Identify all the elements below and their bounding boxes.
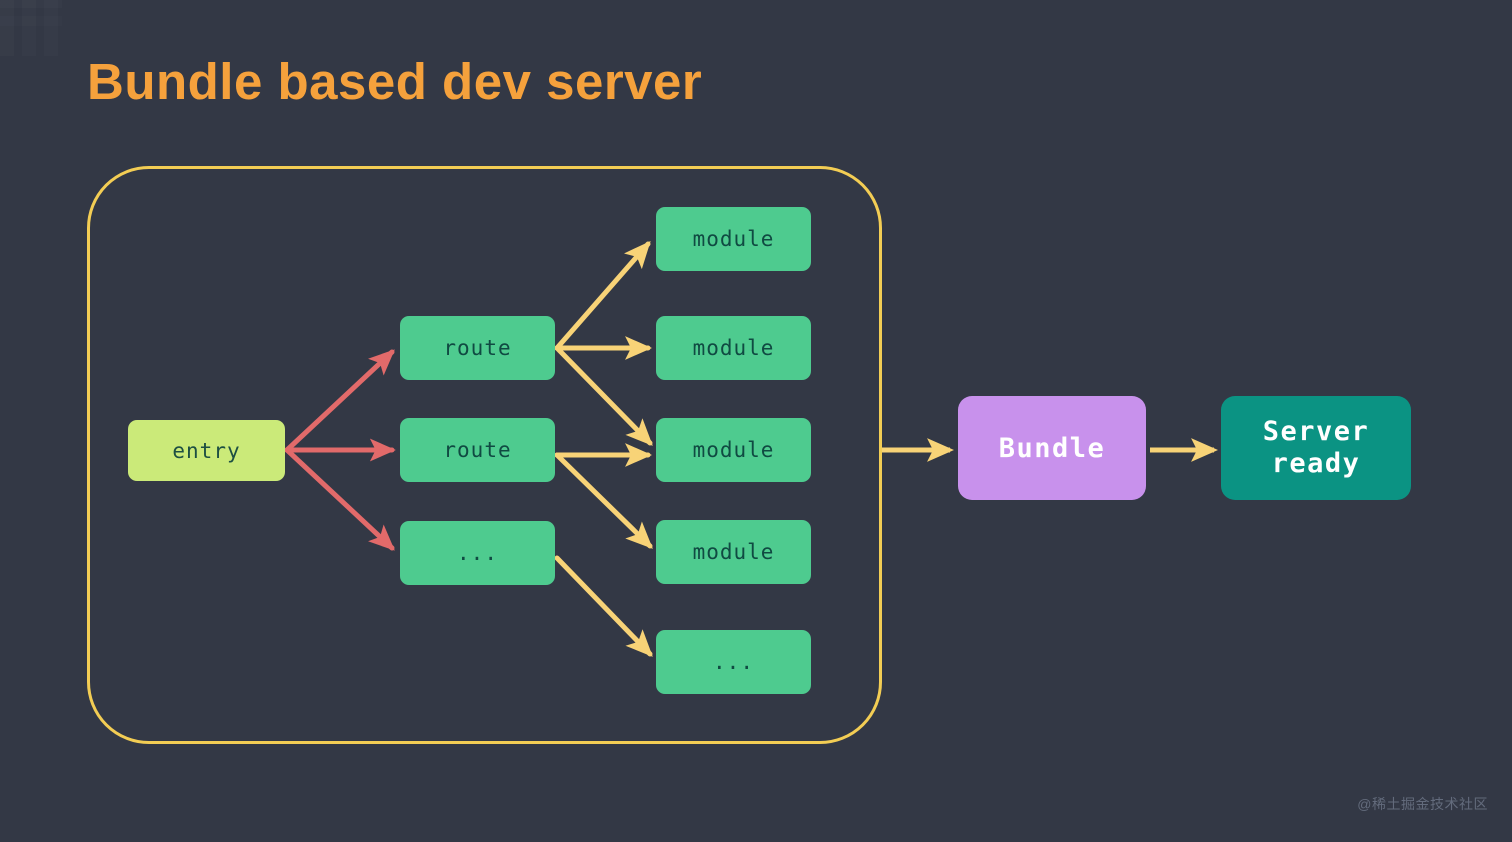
node-module-1[interactable]: module xyxy=(656,207,811,271)
node-server-ready[interactable]: Server ready xyxy=(1221,396,1411,500)
bundle-group-container xyxy=(87,166,882,744)
page-title: Bundle based dev server xyxy=(87,53,703,110)
node-bundle[interactable]: Bundle xyxy=(958,396,1146,500)
watermark: @稀土掘金技术社区 xyxy=(1357,796,1488,812)
node-route-2[interactable]: route xyxy=(400,418,555,482)
node-route-1[interactable]: route xyxy=(400,316,555,380)
node-entry[interactable]: entry xyxy=(128,420,285,481)
node-module-ellipsis[interactable]: ... xyxy=(656,630,811,694)
node-module-2[interactable]: module xyxy=(656,316,811,380)
node-module-3[interactable]: module xyxy=(656,418,811,482)
node-route-ellipsis[interactable]: ... xyxy=(400,521,555,585)
node-module-4[interactable]: module xyxy=(656,520,811,584)
background-artifact xyxy=(0,0,62,56)
